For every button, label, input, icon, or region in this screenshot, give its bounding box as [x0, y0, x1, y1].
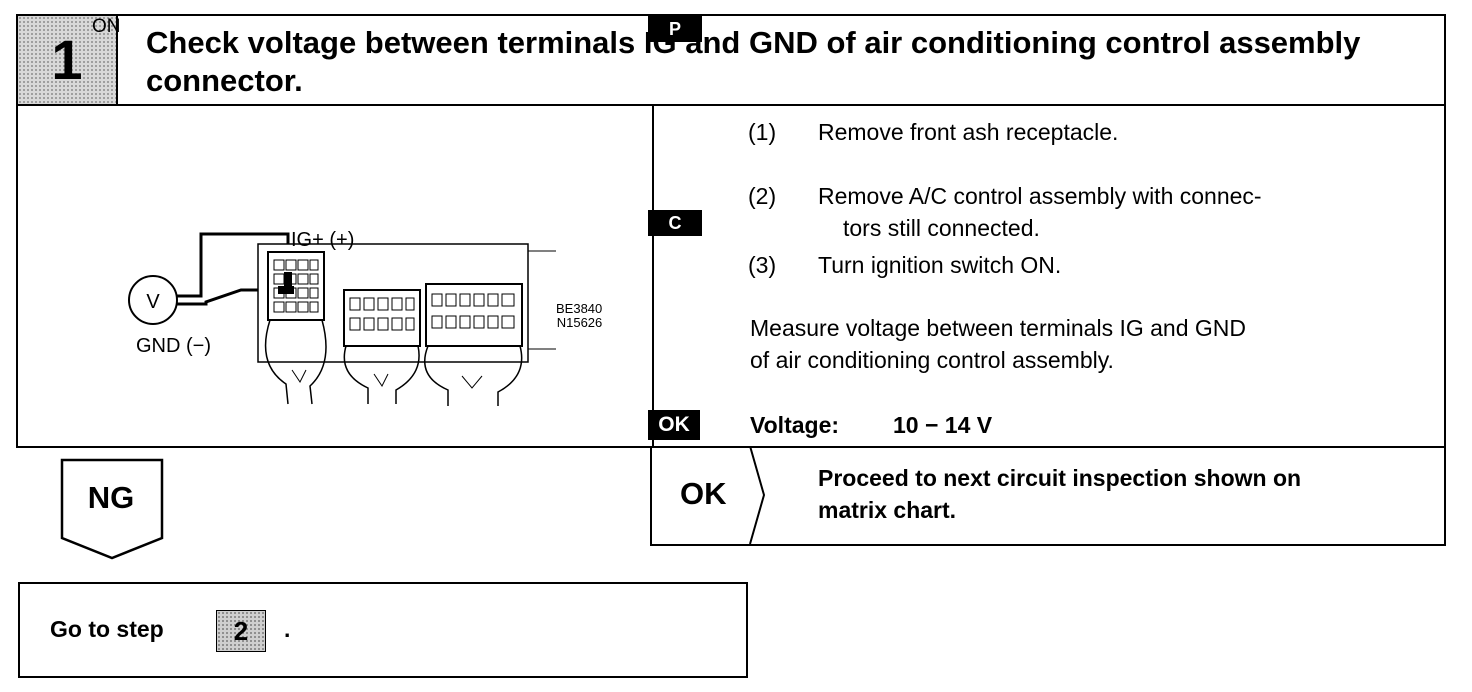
harness-2: [343, 345, 420, 404]
ok-result-line: Proceed to next circuit inspection shown…: [818, 465, 1302, 491]
step-2-num: (2): [748, 183, 777, 209]
step-number: 1: [51, 28, 83, 91]
ok-result-text: Proceed to next circuit inspection shown…: [818, 462, 1301, 526]
step-number-cell: 1: [18, 16, 118, 104]
ok-chevron-separator: [749, 446, 766, 544]
step-2-text-cont: tors still connected.: [843, 215, 1040, 241]
ig-probe-tip: [284, 272, 292, 294]
ref-code: BE3840: [556, 301, 603, 316]
harness-3: [424, 345, 523, 406]
ok-spec-icon: OK: [648, 410, 700, 440]
step-header: 1 Check voltage between terminals IG and…: [16, 14, 1446, 106]
go-to-step-period: .: [284, 616, 291, 642]
spec-value: 10 − 14 V: [893, 412, 993, 438]
step-1-num: (1): [748, 119, 777, 145]
ok-result-line: matrix chart.: [818, 497, 957, 523]
meter-symbol: V: [146, 291, 160, 313]
harness-1: [264, 319, 327, 405]
go-to-step-box: Go to step 2 .: [18, 582, 748, 678]
check-text-line-1: Measure voltage between terminals IG and…: [750, 315, 1247, 341]
step-body: [16, 104, 1446, 448]
check-text-line-2: of air conditioning control assembly.: [750, 347, 1114, 373]
ignition-on-label: ON: [92, 16, 121, 37]
step-1-text: Remove front ash receptacle.: [818, 119, 1119, 145]
gnd-terminal-label: GND (−): [136, 335, 211, 357]
spec-label: Voltage:: [750, 412, 840, 438]
step-2-reference[interactable]: 2: [216, 610, 266, 652]
gnd-probe-tip: [278, 286, 294, 294]
step-3-num: (3): [748, 252, 777, 278]
ok-result-box: OK Proceed to next circuit inspection sh…: [650, 446, 1446, 546]
wiring-diagram: V IG+ (+) GND (−): [128, 229, 556, 406]
column-divider: [652, 104, 654, 446]
connector-3: [425, 283, 523, 347]
go-to-step-text: Go to step: [50, 616, 164, 642]
figure-reference-codes: BE3840 N15626: [556, 302, 602, 330]
ig-terminal-label: IG+ (+): [291, 229, 354, 251]
preparation-icon: P: [648, 16, 702, 42]
ok-result-label: OK: [680, 476, 727, 511]
ng-badge: [60, 458, 164, 560]
gnd-probe-lead: [166, 288, 288, 306]
step-3-text: Turn ignition switch ON.: [818, 252, 1062, 278]
step-2-text: Remove A/C control assembly with connec-: [818, 183, 1262, 209]
voltmeter: [128, 275, 178, 325]
step-title: Check voltage between terminals IG and G…: [146, 25, 1361, 98]
ref-code: N15626: [556, 315, 603, 330]
check-icon: C: [648, 210, 702, 236]
ng-label: NG: [87, 480, 135, 515]
